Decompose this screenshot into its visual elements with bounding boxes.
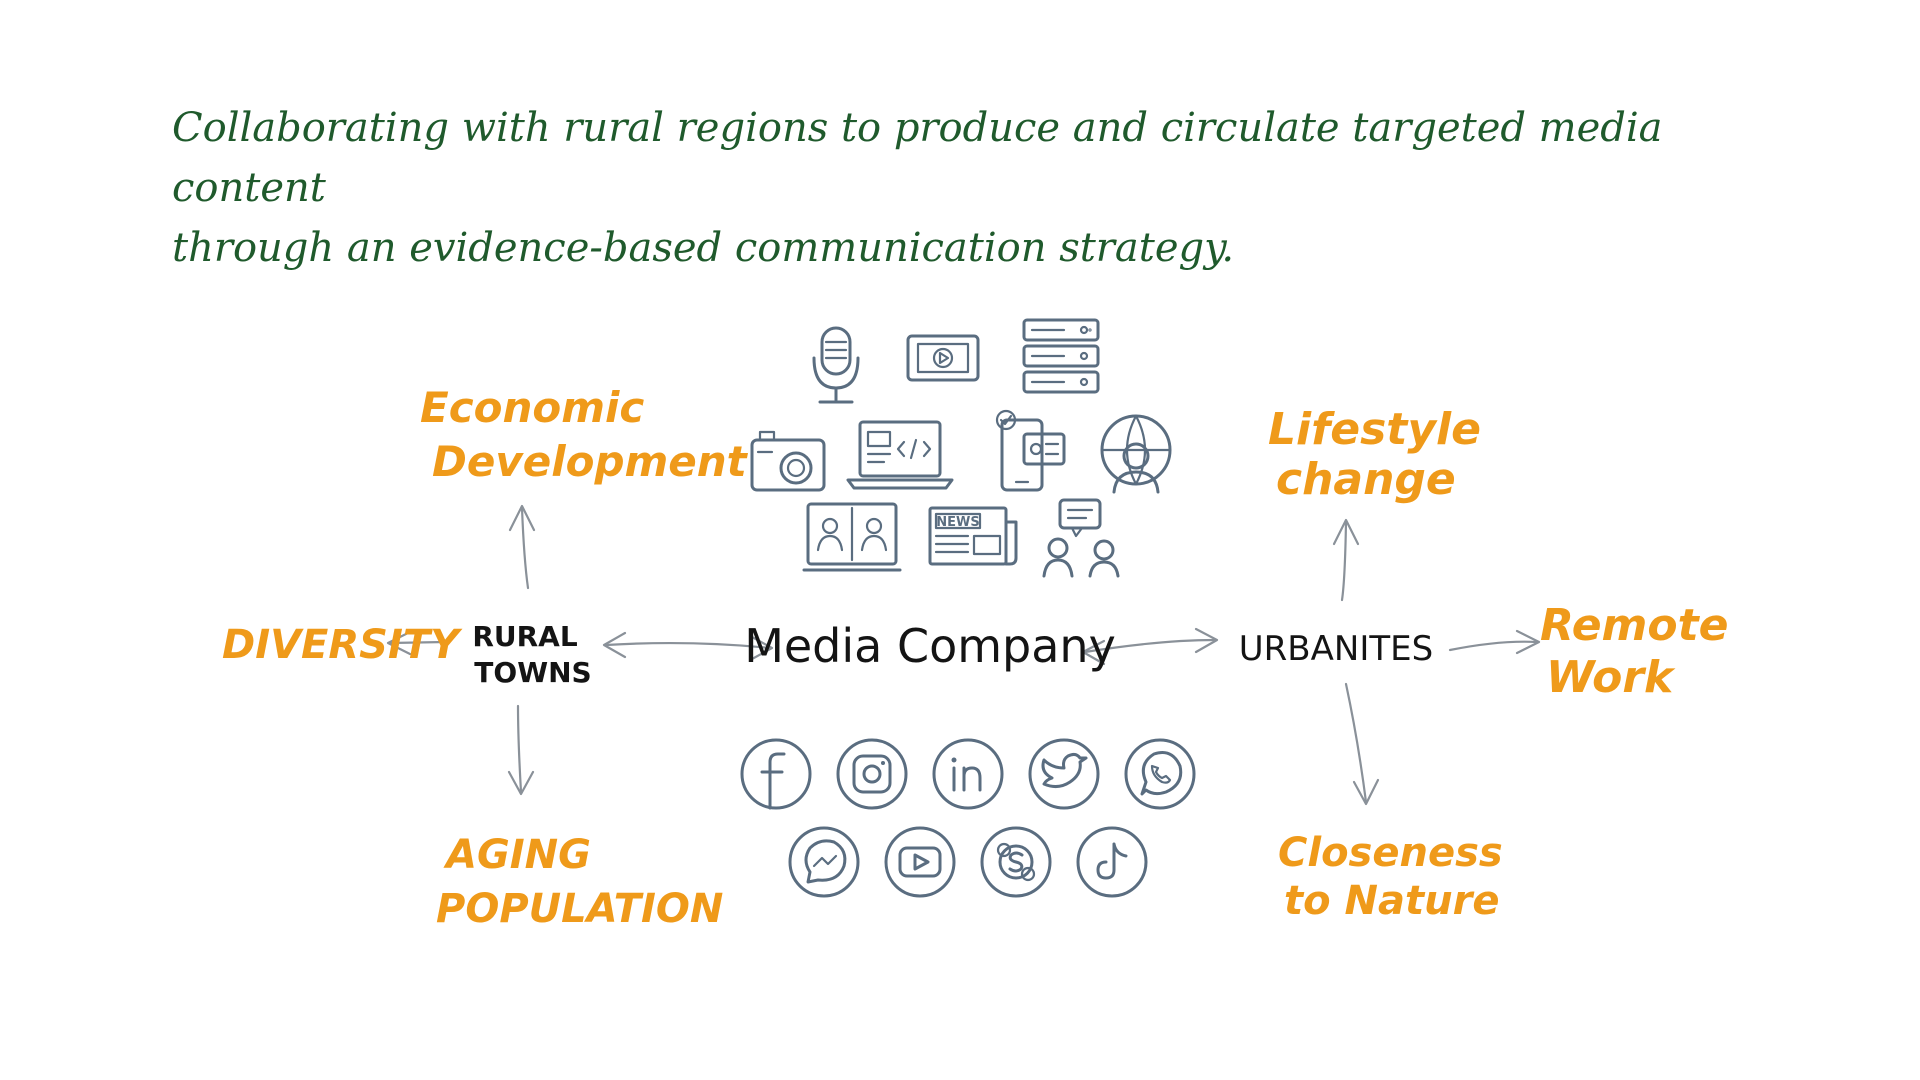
- headline-line-1: Collaborating with rural regions to prod…: [172, 105, 1663, 211]
- mobile-card-icon: [995, 409, 1066, 492]
- urbanites-label: URBANITES: [1239, 629, 1433, 669]
- microphone-icon: [812, 326, 860, 404]
- lifestyle-line-2: change: [1276, 454, 1456, 505]
- news-badge-text: NEWS: [936, 515, 979, 530]
- video-call-icon: [802, 502, 902, 572]
- video-player-icon: [906, 334, 980, 382]
- facebook-icon: [740, 738, 812, 810]
- lifestyle-line-1: Lifestyle: [1268, 404, 1481, 455]
- server-icon: [1022, 318, 1100, 394]
- linkedin-icon: [932, 738, 1004, 810]
- rural-towns-line-2: TOWNS: [474, 656, 591, 689]
- rural-towns-label: RURAL TOWNS: [472, 620, 591, 689]
- closeness-nature-label: Closeness to Nature: [1278, 830, 1503, 924]
- camera-icon: [750, 430, 826, 492]
- arrow-rural-left: [386, 630, 447, 656]
- aging-line-1: AGING: [443, 832, 591, 878]
- code-laptop-icon: [846, 420, 954, 490]
- headline-line-2: through an evidence-based communication …: [172, 225, 1235, 271]
- arrow-rural-center: [602, 631, 774, 661]
- arrow-urban-up: [1332, 518, 1360, 602]
- economic-development-label: Economic Development: [420, 383, 749, 486]
- chat-people-icon: [1042, 498, 1120, 578]
- social-icons: [740, 738, 1196, 898]
- instagram-icon: [836, 738, 908, 810]
- arrow-urban-right: [1448, 629, 1541, 655]
- aging-population-label: AGING POPULATION: [436, 832, 723, 932]
- whatsapp-icon: [1124, 738, 1196, 810]
- lifestyle-change-label: Lifestyle change: [1268, 404, 1481, 505]
- twitter-icon: [1028, 738, 1100, 810]
- economic-line-2: Development: [432, 437, 749, 486]
- economic-line-1: Economic: [420, 383, 644, 432]
- messenger-icon: [788, 826, 860, 898]
- arrow-rural-down: [507, 704, 535, 796]
- remote-work-label: Remote Work: [1540, 600, 1728, 703]
- global-person-icon: [1100, 414, 1172, 494]
- remote-line-2: Work: [1546, 652, 1676, 703]
- skype-icon: [980, 826, 1052, 898]
- newspaper-icon: NEWS: [928, 506, 1018, 566]
- headline: Collaborating with rural regions to prod…: [172, 98, 1812, 278]
- media-icons: NEWS: [750, 318, 1172, 578]
- arrow-rural-up: [508, 504, 536, 590]
- rural-towns-line-1: RURAL: [472, 620, 578, 653]
- aging-line-2: POPULATION: [436, 886, 723, 932]
- tiktok-icon: [1076, 826, 1148, 898]
- nature-line-1: Closeness: [1278, 830, 1503, 876]
- arrows: [386, 504, 1541, 806]
- diversity-label: DIVERSITY: [222, 622, 463, 668]
- arrow-urban-down: [1344, 682, 1380, 806]
- arrow-center-urban: [1081, 627, 1219, 666]
- youtube-icon: [884, 826, 956, 898]
- media-company-label: Media Company: [744, 619, 1116, 673]
- nature-line-2: to Nature: [1284, 878, 1499, 924]
- remote-line-1: Remote: [1540, 600, 1728, 651]
